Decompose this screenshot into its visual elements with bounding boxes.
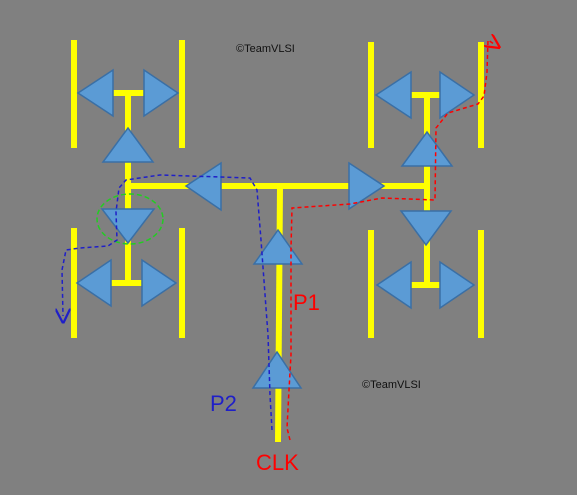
buffer-br-left xyxy=(375,260,412,310)
label-p2: P2 xyxy=(210,391,237,416)
buffer-left-up xyxy=(101,126,155,163)
buffer-right-up xyxy=(400,130,454,167)
path-p1-line xyxy=(286,40,494,441)
buffer-tl-right xyxy=(143,68,180,118)
path-p2-line xyxy=(62,174,273,431)
buffer-tl-left xyxy=(76,68,114,118)
buffer-trunk-bottom xyxy=(251,350,303,389)
trunk-wire xyxy=(275,185,283,443)
buffer-tr-left xyxy=(374,70,412,120)
buffer-right-down xyxy=(399,210,453,247)
buffers xyxy=(75,68,476,389)
label-p1: P1 xyxy=(293,290,320,315)
watermark-bottom: ©TeamVLSI xyxy=(362,379,421,391)
buffer-trunk-top xyxy=(252,228,304,265)
buffer-tr-right xyxy=(439,70,476,120)
watermark-top: ©TeamVLSI xyxy=(236,43,295,55)
buffer-right-branch xyxy=(348,161,386,211)
buffer-left-branch xyxy=(184,161,222,212)
buffer-bl-left xyxy=(75,258,112,308)
buffer-bl-right xyxy=(141,258,178,308)
buffer-left-down xyxy=(100,208,156,245)
sink-bars xyxy=(71,40,484,338)
highlight-circle xyxy=(96,193,164,245)
label-clk: CLK xyxy=(256,450,299,475)
buffer-br-right xyxy=(439,260,476,310)
